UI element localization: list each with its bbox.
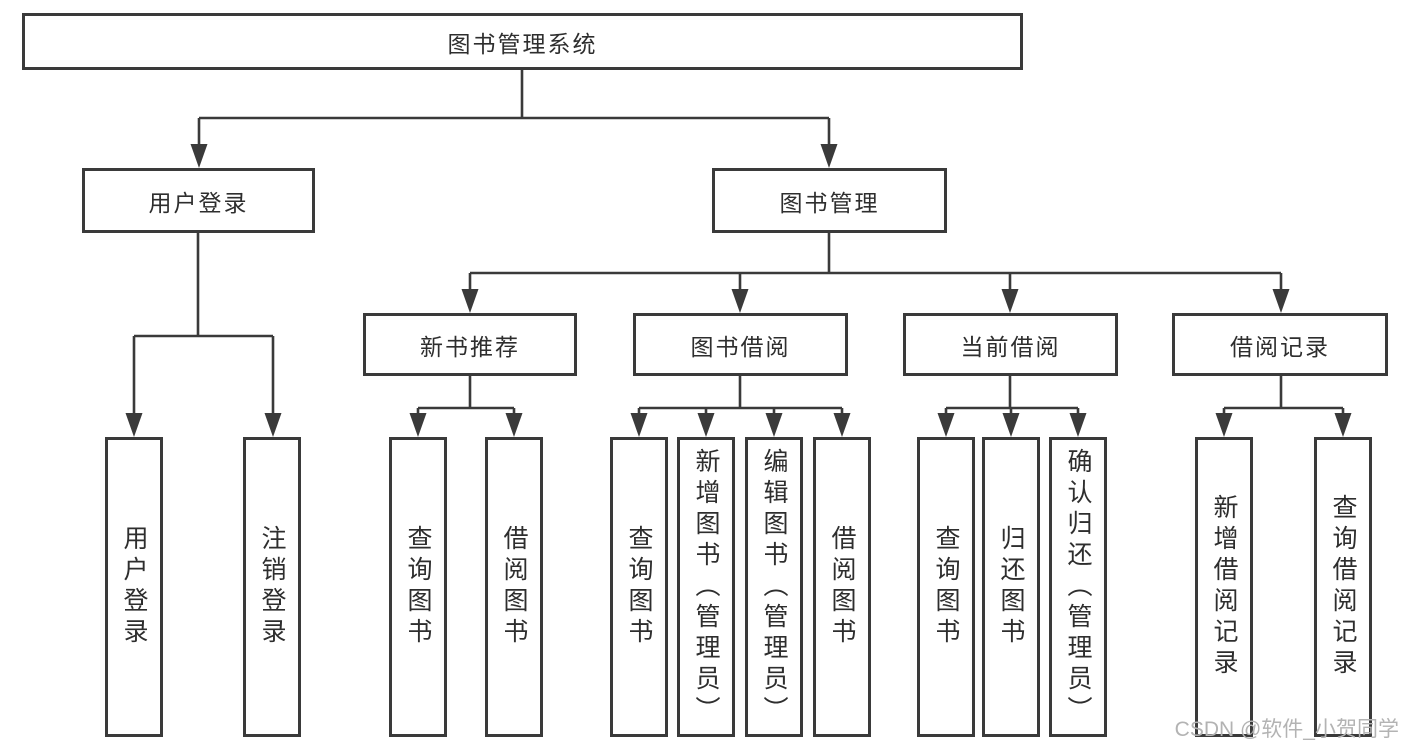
- node-book-manage-label: 图书管理: [779, 189, 880, 216]
- leaf-query-borrow-record: 查询借阅记录: [1314, 437, 1372, 737]
- csdn-watermark: CSDN @软件_小贺同学: [1174, 718, 1399, 741]
- leaf-add-borrow-record: 新增借阅记录: [1195, 437, 1253, 737]
- leaf-borrow-book-1: 借阅图书: [485, 437, 543, 737]
- node-book-borrow: 图书借阅: [633, 313, 848, 376]
- node-borrow-record: 借阅记录: [1172, 313, 1388, 376]
- node-book-manage: 图书管理: [712, 168, 947, 233]
- leaf-query-book-2: 查询图书: [610, 437, 668, 737]
- node-new-book-recommend: 新书推荐: [363, 313, 577, 376]
- node-book-borrow-label: 图书借阅: [690, 333, 791, 360]
- node-new-book-recommend-label: 新书推荐: [420, 333, 520, 360]
- leaf-query-book-3: 查询图书: [917, 437, 975, 737]
- node-current-borrow-label: 当前借阅: [960, 333, 1061, 360]
- node-user-login-label: 用户登录: [148, 189, 249, 216]
- leaf-add-book-admin: 新增图书（管理员）: [677, 437, 735, 737]
- leaf-borrow-book-2: 借阅图书: [813, 437, 871, 737]
- node-current-borrow: 当前借阅: [903, 313, 1118, 376]
- leaf-logout: 注销登录: [243, 437, 301, 737]
- leaf-edit-book-admin: 编辑图书（管理员）: [745, 437, 803, 737]
- node-user-login: 用户登录: [82, 168, 315, 233]
- node-borrow-record-label: 借阅记录: [1230, 333, 1330, 360]
- leaf-user-login: 用户登录: [105, 437, 163, 737]
- node-root-system: 图书管理系统: [22, 13, 1023, 70]
- leaf-confirm-return: 确认归还（管理员）: [1049, 437, 1107, 737]
- leaf-return-book: 归还图书: [982, 437, 1040, 737]
- leaf-query-book-1: 查询图书: [389, 437, 447, 737]
- node-root-label: 图书管理系统: [447, 30, 598, 57]
